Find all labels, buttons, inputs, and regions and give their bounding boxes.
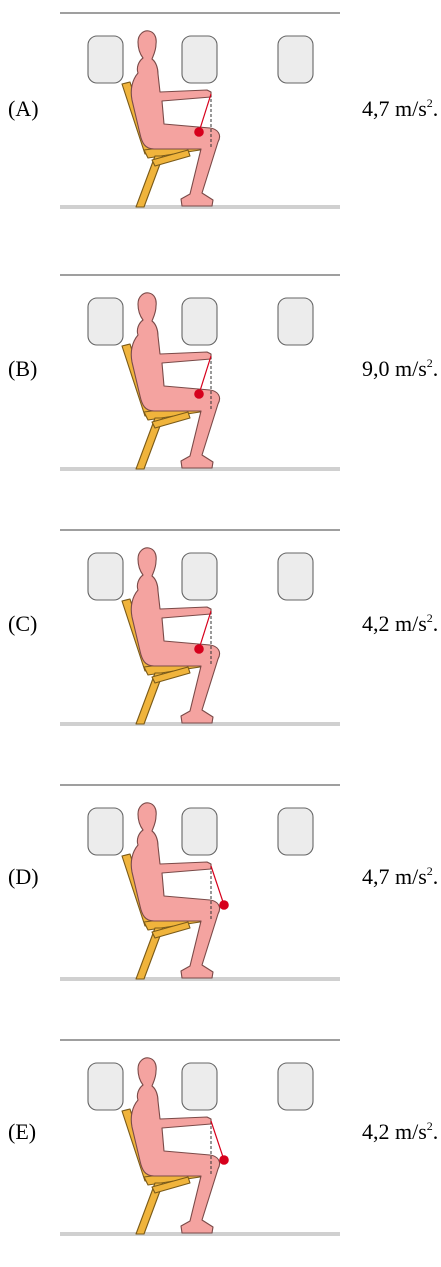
- option-a[interactable]: (A) 4,7 m/s2.: [0, 0, 441, 240]
- option-value: 4,2 m/s2.: [362, 1119, 439, 1144]
- pendulum-string: [210, 1120, 225, 1161]
- pendulum-string: [198, 610, 212, 650]
- pendulum-icon: [210, 865, 229, 920]
- scene-illustration: [60, 274, 340, 471]
- window-icon: [181, 35, 218, 84]
- pendulum-bob: [194, 644, 204, 654]
- window-icon: [87, 297, 124, 346]
- passenger-icon: [130, 30, 221, 207]
- option-label: (A): [8, 96, 39, 121]
- window-icon: [87, 1062, 124, 1111]
- pendulum-bob: [219, 1155, 229, 1165]
- option-value: 9,0 m/s2.: [362, 356, 439, 381]
- option-value: 4,7 m/s2.: [362, 864, 439, 889]
- passenger-icon: [130, 1057, 221, 1234]
- option-label: (D): [8, 864, 39, 889]
- pendulum-bob: [219, 900, 229, 910]
- window-icon: [87, 807, 124, 856]
- pendulum-icon: [194, 93, 212, 148]
- scene-illustration: [60, 529, 340, 726]
- passenger-icon: [130, 292, 221, 469]
- pendulum-string: [198, 355, 212, 395]
- window-icon: [277, 297, 314, 346]
- pendulum-bob: [194, 389, 204, 399]
- scene-illustration: [60, 1039, 340, 1236]
- option-e[interactable]: (E) 4,2 m/s2.: [0, 1027, 441, 1267]
- window-icon: [87, 552, 124, 601]
- passenger-icon: [130, 802, 221, 979]
- floor: [60, 722, 340, 726]
- pendulum-string: [198, 93, 212, 133]
- window-icon: [277, 807, 314, 856]
- scene-illustration: [60, 784, 340, 981]
- option-label: (C): [8, 611, 38, 636]
- option-label: (B): [8, 356, 38, 381]
- option-d[interactable]: (D) 4,7 m/s2.: [0, 772, 441, 1012]
- pendulum-string: [210, 865, 225, 906]
- option-c[interactable]: (C) 4,2 m/s2.: [0, 517, 441, 757]
- window-icon: [277, 35, 314, 84]
- pendulum-bob: [194, 127, 204, 137]
- passenger-icon: [130, 547, 221, 724]
- window-icon: [277, 552, 314, 601]
- window-icon: [181, 297, 218, 346]
- option-value: 4,7 m/s2.: [362, 96, 439, 121]
- window-icon: [181, 552, 218, 601]
- pendulum-icon: [210, 1120, 229, 1175]
- pendulum-icon: [194, 355, 212, 410]
- window-icon: [277, 1062, 314, 1111]
- pendulum-icon: [194, 610, 212, 665]
- option-b[interactable]: (B) 9,0 m/s2.: [0, 262, 441, 502]
- floor: [60, 467, 340, 471]
- floor: [60, 977, 340, 981]
- window-icon: [181, 807, 218, 856]
- floor: [60, 1232, 340, 1236]
- option-label: (E): [8, 1119, 37, 1144]
- window-icon: [181, 1062, 218, 1111]
- floor: [60, 205, 340, 209]
- window-icon: [87, 35, 124, 84]
- scene-illustration: [60, 12, 340, 209]
- option-value: 4,2 m/s2.: [362, 611, 439, 636]
